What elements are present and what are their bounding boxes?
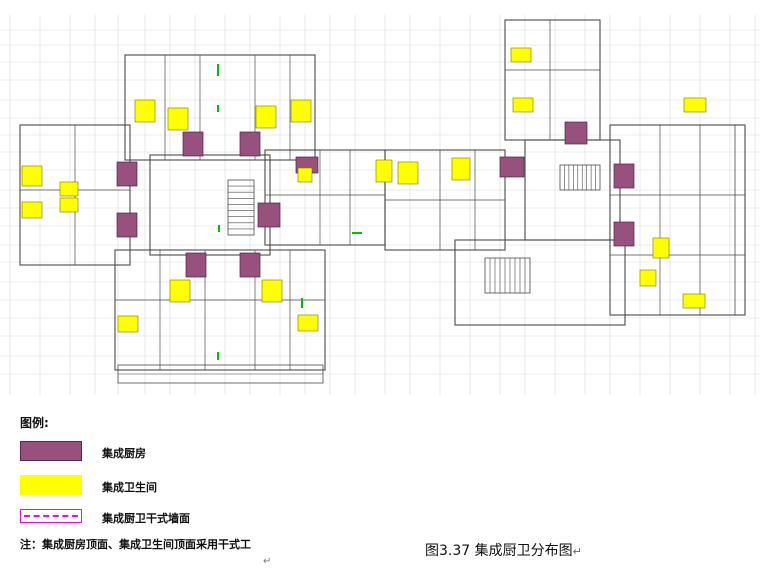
bathroom-zone bbox=[167, 107, 189, 131]
bottom-wing-outline bbox=[114, 249, 326, 371]
bathroom-zone bbox=[261, 279, 283, 303]
kitchen-zone bbox=[613, 221, 635, 247]
legend-label-bathroom: 集成卫生间 bbox=[102, 481, 157, 494]
axis-grid bbox=[0, 15, 760, 395]
bathroom-zone bbox=[510, 47, 532, 63]
legend-swatch-wall bbox=[20, 509, 82, 523]
return-arrow-icon: ↵ bbox=[572, 545, 582, 558]
right-wing bbox=[609, 124, 746, 316]
bathroom-zone bbox=[297, 167, 313, 183]
stair-right bbox=[559, 164, 601, 191]
kitchen-zone bbox=[239, 131, 261, 157]
kitchen-zones bbox=[116, 121, 635, 278]
room-blocks bbox=[20, 20, 746, 384]
bathroom-zones bbox=[21, 47, 707, 333]
mid-block-a bbox=[264, 149, 386, 246]
podium-outline bbox=[454, 239, 626, 326]
kitchen-zone bbox=[499, 156, 525, 178]
floor-plan bbox=[0, 15, 760, 395]
legend-label-kitchen: 集成厨房 bbox=[102, 447, 146, 460]
bathroom-zone bbox=[21, 201, 43, 219]
left-arrow-icon: ↵ bbox=[263, 556, 272, 567]
legend-label-wall: 集成厨卫干式墙面 bbox=[102, 512, 190, 525]
bathroom-zone bbox=[397, 161, 419, 185]
bathroom-zone bbox=[290, 99, 312, 123]
kitchen-zone bbox=[257, 202, 281, 228]
bathroom-zone bbox=[255, 105, 277, 129]
building-walls bbox=[19, 19, 746, 371]
caption-text: 图3.37 集成厨卫分布图 bbox=[425, 543, 573, 559]
bathroom-zone bbox=[683, 97, 707, 113]
stair-podium bbox=[484, 257, 531, 294]
bathroom-zone bbox=[512, 97, 534, 113]
legend-title: 图例: bbox=[20, 416, 49, 430]
bathroom-zone bbox=[682, 293, 706, 309]
bathroom-zone bbox=[117, 315, 139, 333]
bathroom-zone bbox=[375, 159, 393, 183]
legend-swatch-bathroom bbox=[20, 475, 82, 495]
right-column bbox=[734, 124, 746, 316]
bathroom-zone bbox=[639, 269, 657, 287]
legend-swatch-kitchen bbox=[20, 441, 82, 461]
bathroom-zone bbox=[297, 314, 319, 332]
bathroom-zone bbox=[451, 157, 471, 181]
kitchen-zone bbox=[564, 121, 588, 145]
kitchen-zone bbox=[116, 161, 138, 187]
bathroom-zone bbox=[21, 165, 43, 187]
kitchen-zone bbox=[239, 252, 261, 278]
bathroom-zone bbox=[59, 197, 79, 213]
bathroom-zone bbox=[134, 99, 156, 123]
kitchen-zone bbox=[116, 212, 138, 238]
stair-left bbox=[227, 179, 255, 236]
bathroom-zone bbox=[59, 181, 79, 197]
kitchen-zone bbox=[185, 252, 207, 278]
figure-caption: 图3.37 集成厨卫分布图↵ bbox=[425, 540, 582, 560]
bathroom-zone bbox=[652, 237, 670, 259]
bathroom-zone bbox=[169, 279, 191, 303]
top-wing-outline bbox=[124, 54, 316, 161]
note-text: 注：集成厨房顶面、集成卫生间顶面采用干式工 bbox=[20, 538, 251, 551]
kitchen-zone bbox=[613, 163, 635, 189]
dimension-marks bbox=[217, 64, 362, 360]
kitchen-zone bbox=[182, 131, 204, 157]
stairs bbox=[227, 164, 601, 294]
